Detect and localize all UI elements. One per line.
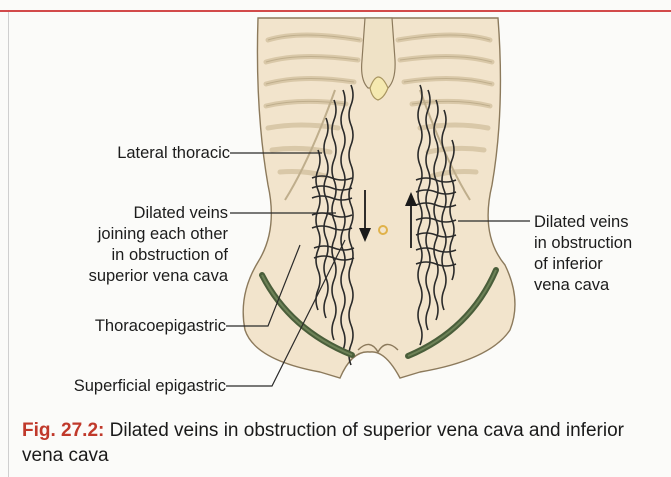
label-line: vena cava	[534, 275, 669, 296]
caption-number: Fig. 27.2:	[22, 420, 104, 441]
label-superficial-epigastric: Superficial epigastric	[20, 376, 226, 397]
label-line: Dilated veins	[20, 203, 228, 224]
figure-caption: Fig. 27.2: Dilated veins in obstruction …	[22, 418, 667, 468]
caption-text: Dilated veins in obstruction of superior…	[22, 420, 624, 466]
label-line: of inferior	[534, 254, 669, 275]
label-line: in obstruction	[534, 233, 669, 254]
label-line: in obstruction of	[20, 245, 228, 266]
label-line: superior vena cava	[20, 266, 228, 287]
label-line: joining each other	[20, 224, 228, 245]
label-thoracoepigastric: Thoracoepigastric	[20, 316, 226, 337]
label-dilated-veins-svc: Dilated veins joining each other in obst…	[20, 203, 228, 287]
label-line: Dilated veins	[534, 212, 669, 233]
label-dilated-veins-ivc: Dilated veins in obstruction of inferior…	[534, 212, 669, 296]
label-lateral-thoracic: Lateral thoracic	[40, 143, 230, 164]
